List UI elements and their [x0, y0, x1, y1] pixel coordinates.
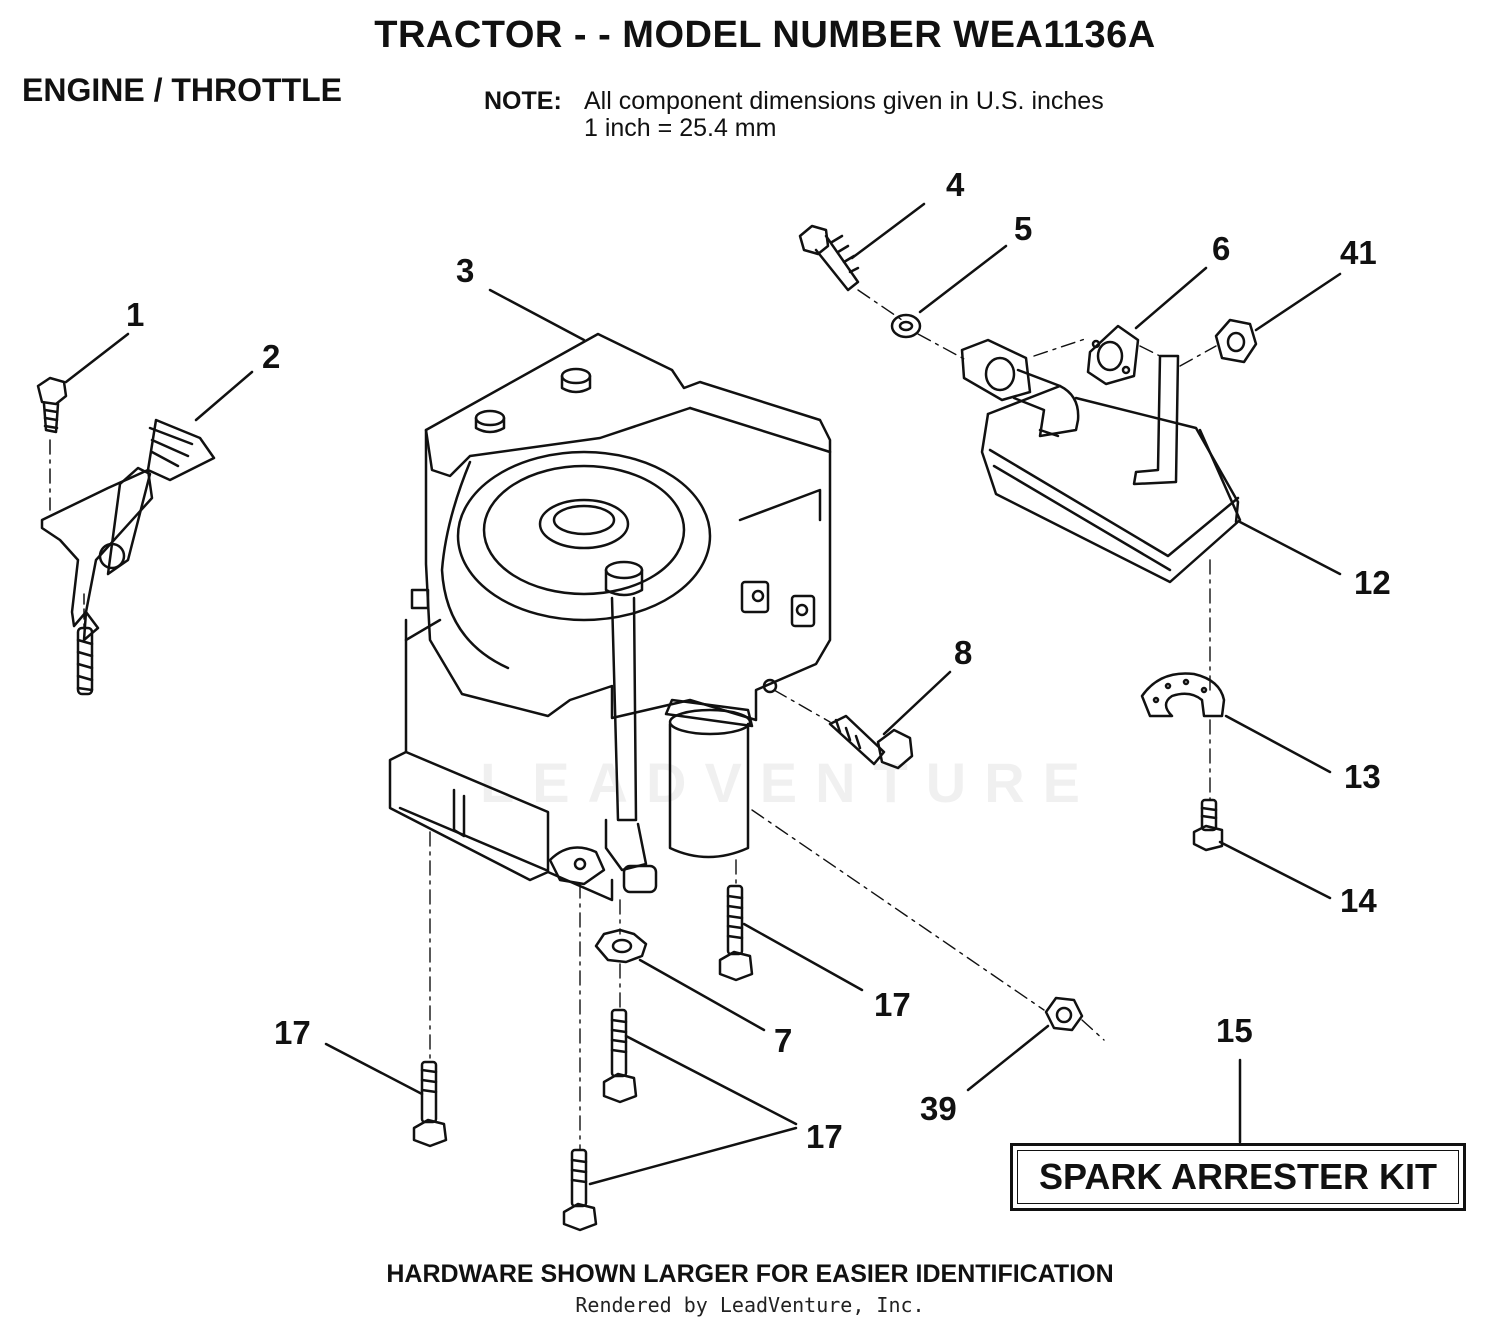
bolt-icon: [36, 376, 68, 434]
note-label: NOTE:: [484, 87, 562, 115]
callout-8: 8: [954, 634, 972, 671]
nut-icon: [1214, 318, 1258, 364]
footer-note: HARDWARE SHOWN LARGER FOR EASIER IDENTIF…: [386, 1260, 1114, 1288]
spark-arrester-screen-icon: [1140, 672, 1226, 718]
callout-13: 13: [1344, 758, 1381, 795]
callout-3: 3: [456, 252, 474, 289]
washer-icon: [594, 928, 648, 964]
callout-5: 5: [1014, 210, 1032, 247]
gasket-icon: [1086, 324, 1140, 386]
callout-39: 39: [920, 1090, 957, 1127]
section-title: ENGINE / THROTTLE: [22, 72, 342, 108]
watermark-text: LEADVENTURE: [480, 751, 1099, 814]
callout-4: 4: [946, 166, 965, 203]
callout-41: 41: [1340, 234, 1377, 271]
engine-icon: [388, 332, 832, 902]
muffler-icon: [960, 338, 1242, 584]
spark-arrester-kit-box: SPARK ARRESTER KIT: [1010, 1143, 1466, 1211]
bolt-icon: [1192, 798, 1224, 852]
callout-7: 7: [774, 1022, 792, 1059]
page-title: TRACTOR - - MODEL NUMBER WEA1136A: [374, 14, 1156, 56]
bolt-icon: [412, 1060, 448, 1148]
note-line-2: 1 inch = 25.4 mm: [584, 114, 777, 142]
callout-1: 1: [126, 296, 144, 333]
callout-17-right: 17: [874, 986, 911, 1023]
note-line-1: All component dimensions given in U.S. i…: [584, 87, 1104, 115]
bolt-icon: [718, 884, 754, 982]
callout-17-left: 17: [274, 1014, 311, 1051]
callout-6: 6: [1212, 230, 1230, 267]
render-credit: Rendered by LeadVenture, Inc.: [575, 1293, 925, 1317]
bolt-icon: [76, 626, 94, 696]
nut-icon: [1044, 996, 1084, 1032]
callout-2: 2: [262, 338, 280, 375]
dipstick-icon: [604, 560, 658, 894]
dimension-note: NOTE: All component dimensions given in U…: [484, 88, 1104, 142]
bolt-icon: [602, 1008, 638, 1104]
washer-icon: [890, 313, 922, 339]
throttle-control-icon: [40, 418, 216, 642]
bolt-icon: [562, 1148, 598, 1232]
bolt-icon: [798, 224, 860, 292]
bolt-icon: [828, 714, 914, 770]
callout-17-bottom: 17: [806, 1118, 843, 1155]
callout-15: 15: [1216, 1012, 1253, 1049]
oil-filter-icon: [664, 698, 754, 859]
callout-14: 14: [1340, 882, 1377, 919]
callout-12: 12: [1354, 564, 1391, 601]
